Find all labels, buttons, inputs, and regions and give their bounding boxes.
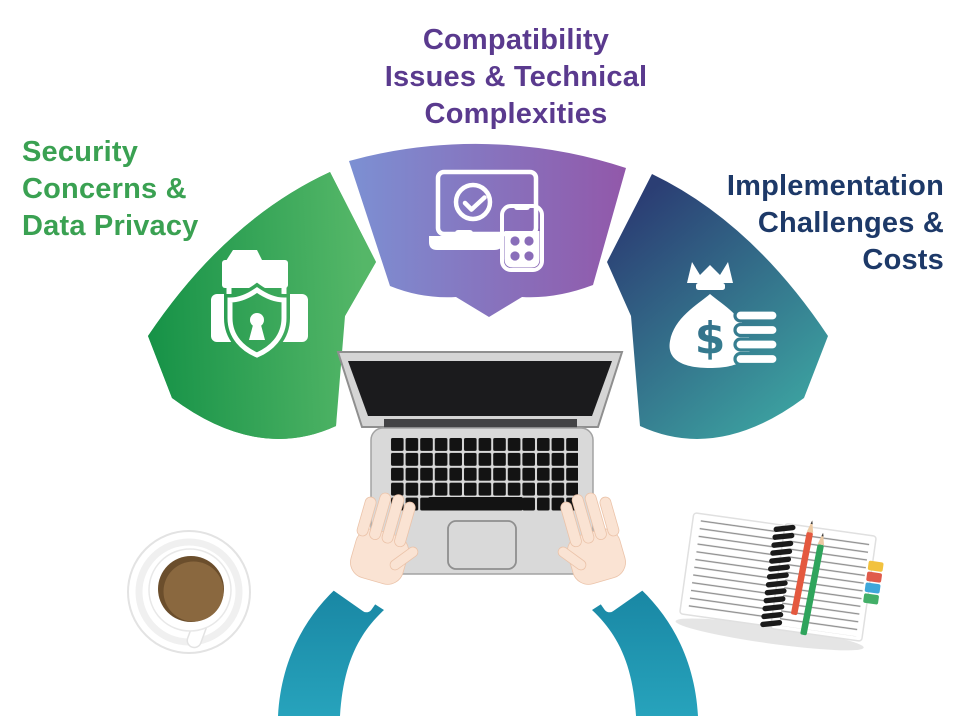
- icon-laptop-notch: [455, 230, 473, 237]
- tab-yellow: [867, 560, 884, 572]
- phone-dot: [524, 251, 534, 261]
- finger: [381, 494, 405, 544]
- money-bag-knot: [687, 262, 733, 283]
- finger: [369, 492, 392, 540]
- phone-dot: [524, 236, 534, 246]
- laptop-trackpad: [447, 520, 517, 570]
- coin-bar: [733, 337, 780, 352]
- right-hand: [557, 492, 626, 585]
- segment-compatibility: [349, 143, 626, 317]
- segment-compatibility-arc: [349, 143, 626, 317]
- right-sleeve: [592, 583, 698, 716]
- finger: [571, 494, 595, 544]
- icon-laptop-screen: [435, 169, 539, 237]
- heading-security-line3: Data Privacy: [22, 210, 199, 242]
- coffee: [163, 561, 224, 622]
- segment-implementation: $: [607, 174, 828, 439]
- finger: [394, 501, 416, 548]
- notebook-shadow: [675, 618, 864, 651]
- dollar-sign-icon: $: [695, 313, 726, 364]
- left-page-lines: [688, 519, 777, 620]
- heading-implementation: Implementation Challenges & Costs: [727, 168, 944, 279]
- segment-security: [148, 172, 376, 439]
- tab-green: [863, 593, 879, 605]
- check-circle-icon: [453, 182, 493, 222]
- heading-implementation-line2: Challenges &: [757, 207, 944, 239]
- coin-bar: [733, 351, 780, 367]
- heading-compatibility-line3: Complexities: [424, 98, 608, 130]
- coin-bar: [733, 308, 780, 323]
- coffee-cup: [127, 530, 251, 654]
- keyhole-circle: [250, 313, 264, 327]
- icon-laptop-base: [429, 236, 503, 250]
- tab-red: [866, 571, 882, 583]
- tab-blue: [864, 582, 881, 594]
- heading-security-line1: Security: [22, 136, 139, 168]
- icon-phone-body: [504, 231, 540, 268]
- heading-compatibility-line1: Compatibility: [422, 24, 610, 56]
- money-bag-coins-icon: $: [669, 262, 780, 368]
- right-cuff: [592, 560, 649, 613]
- laptop-screen: [348, 361, 612, 416]
- laptop-spacebar: [428, 497, 523, 511]
- laptop-illustration: [336, 351, 624, 575]
- spiral-binding: [760, 524, 796, 628]
- laptop-mobile-check-icon: [429, 169, 544, 272]
- money-bag-body: [669, 294, 751, 368]
- phone-dot: [510, 236, 520, 246]
- left-cuff: [327, 560, 384, 613]
- money-bag-collar: [696, 283, 725, 290]
- keyhole-stem: [249, 325, 265, 340]
- right-page-lines: [778, 530, 870, 637]
- heading-compatibility-line2: Issues & Technical: [384, 61, 648, 93]
- heading-security: Security Concerns & Data Privacy: [22, 134, 199, 245]
- person-arms: [278, 492, 698, 716]
- left-sleeve: [278, 583, 384, 716]
- heading-security-line2: Concerns &: [22, 173, 187, 205]
- heading-implementation-line3: Costs: [862, 244, 944, 276]
- thumb: [389, 546, 419, 571]
- phone-dot: [510, 251, 520, 261]
- finger: [560, 501, 582, 548]
- finger: [584, 492, 607, 540]
- finger: [356, 496, 377, 537]
- check-mark-icon: [462, 195, 487, 212]
- thumb: [557, 546, 587, 571]
- icon-phone-top: [514, 204, 530, 210]
- red-pencil: [791, 520, 814, 616]
- notebook: [675, 512, 884, 651]
- index-tabs: [863, 560, 884, 605]
- coin-bar: [733, 322, 780, 338]
- folder-shield-lock-icon: [211, 250, 308, 362]
- heading-compatibility: Compatibility Issues & Technical Complex…: [162, 22, 870, 133]
- green-pencil: [800, 532, 825, 636]
- left-hand: [350, 492, 419, 585]
- heading-implementation-line1: Implementation: [726, 170, 944, 202]
- finger: [599, 496, 620, 537]
